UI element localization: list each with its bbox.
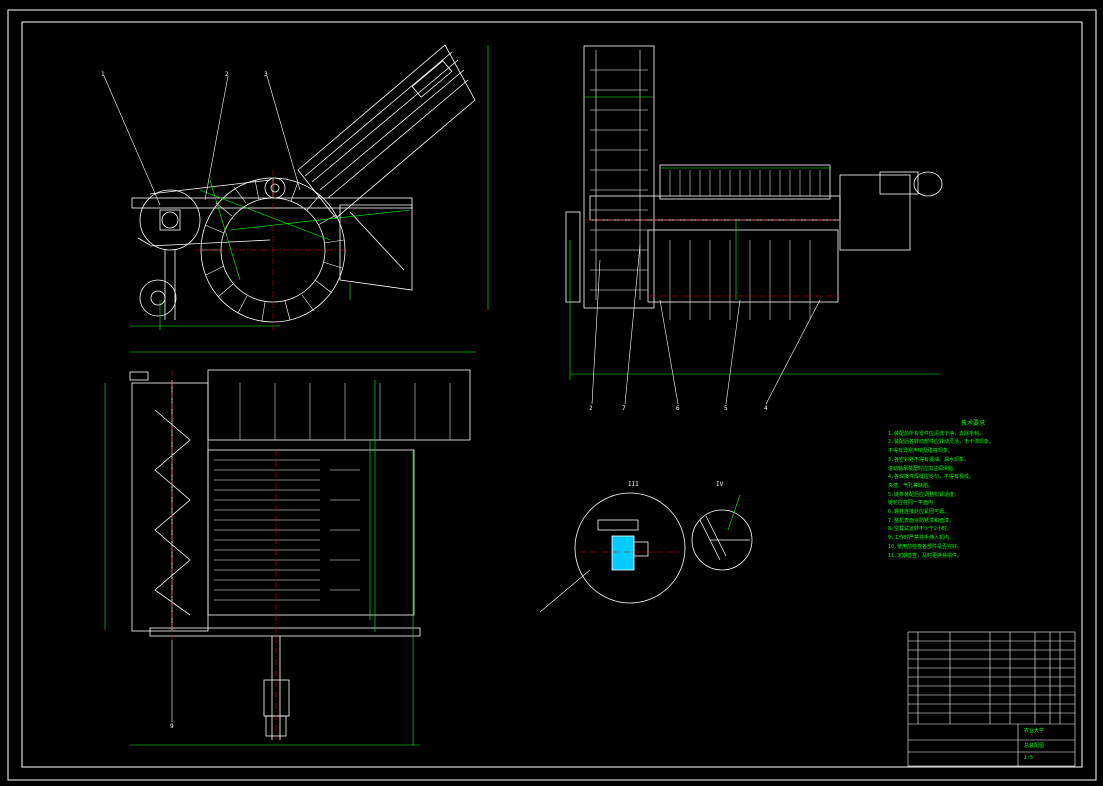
detail-views bbox=[539, 492, 753, 613]
side-view-leaders bbox=[591, 244, 821, 405]
side-view bbox=[565, 45, 943, 320]
title-block-school: 农业大学 bbox=[1024, 728, 1045, 734]
note-line: 3.各密封处不得有漏油、漏水现象， bbox=[888, 456, 970, 463]
note-line: 6.螺栓连接处应紧固可靠。 bbox=[888, 509, 950, 516]
inner-frame bbox=[21, 21, 1083, 768]
front-view-dimensions bbox=[130, 45, 489, 330]
balloon-side-7: 7 bbox=[622, 405, 626, 412]
title-block-scale: 1:5 bbox=[1024, 755, 1034, 761]
balloon-side-2: 2 bbox=[589, 405, 593, 412]
top-view-dimensions bbox=[104, 351, 476, 746]
front-view bbox=[131, 44, 476, 323]
balloon-front-1: 1 bbox=[101, 71, 105, 78]
note-line: 2.装配后各转动部件应转动灵活，无卡滞现象， bbox=[888, 439, 995, 446]
note-line: 10.使用前检查各部件是否完好。 bbox=[888, 543, 963, 550]
balloon-side-6: 6 bbox=[676, 405, 680, 412]
note-line: 不得有异常声响及碰撞现象。 bbox=[888, 448, 954, 455]
balloon-side-5: 5 bbox=[724, 405, 728, 412]
note-line: 7.整机表面涂防锈漆和面漆。 bbox=[888, 517, 955, 524]
drum-teeth bbox=[201, 178, 345, 322]
auger-spiral bbox=[154, 409, 191, 616]
balloon-front-2: 2 bbox=[225, 71, 229, 78]
top-view-centerlines bbox=[171, 370, 277, 740]
detail-label-iv: IV bbox=[716, 481, 724, 488]
side-view-dimensions bbox=[569, 96, 940, 380]
title-block bbox=[907, 631, 1076, 767]
note-line: 9.工作时严禁将手伸入机内。 bbox=[888, 535, 955, 542]
side-view-centerlines bbox=[586, 219, 840, 297]
note-line: 5.链条装配后应调整松紧适度， bbox=[888, 491, 960, 498]
technical-notes: 技术要求 1.装配前所有零件应清洗干净，去除毛刺。 2.装配后各转动部件应转动灵… bbox=[888, 420, 1058, 560]
top-view bbox=[129, 369, 471, 740]
balloon-top-9: 9 bbox=[170, 723, 174, 730]
title-block-drawing-name: 总装配图 bbox=[1024, 743, 1045, 749]
balloon-front-3: 3 bbox=[264, 71, 268, 78]
note-line: 11.定期检查，及时更换易损件。 bbox=[888, 552, 963, 559]
detail-label-iii: III bbox=[628, 481, 639, 488]
note-line: 1.装配前所有零件应清洗干净，去除毛刺。 bbox=[888, 430, 985, 437]
note-line: 夹渣、气孔等缺陷。 bbox=[888, 482, 934, 489]
outer-frame bbox=[7, 9, 1097, 781]
note-line: 8.空载试运转不少于2小时。 bbox=[888, 526, 953, 533]
balloon-labels: 1 2 3 2 7 6 5 4 9 III IV bbox=[101, 71, 768, 730]
front-view-centerlines bbox=[195, 170, 350, 330]
front-view-leaders bbox=[103, 75, 301, 206]
note-line: 滚动轴承装配时应加注润滑脂。 bbox=[888, 465, 959, 472]
note-line: 4.各焊接件焊缝应均匀，不得有裂纹、 bbox=[888, 474, 975, 481]
notes-title: 技术要求 bbox=[960, 420, 985, 427]
balloon-side-4: 4 bbox=[764, 405, 768, 412]
note-line: 链轮应在同一平面内。 bbox=[888, 500, 939, 507]
